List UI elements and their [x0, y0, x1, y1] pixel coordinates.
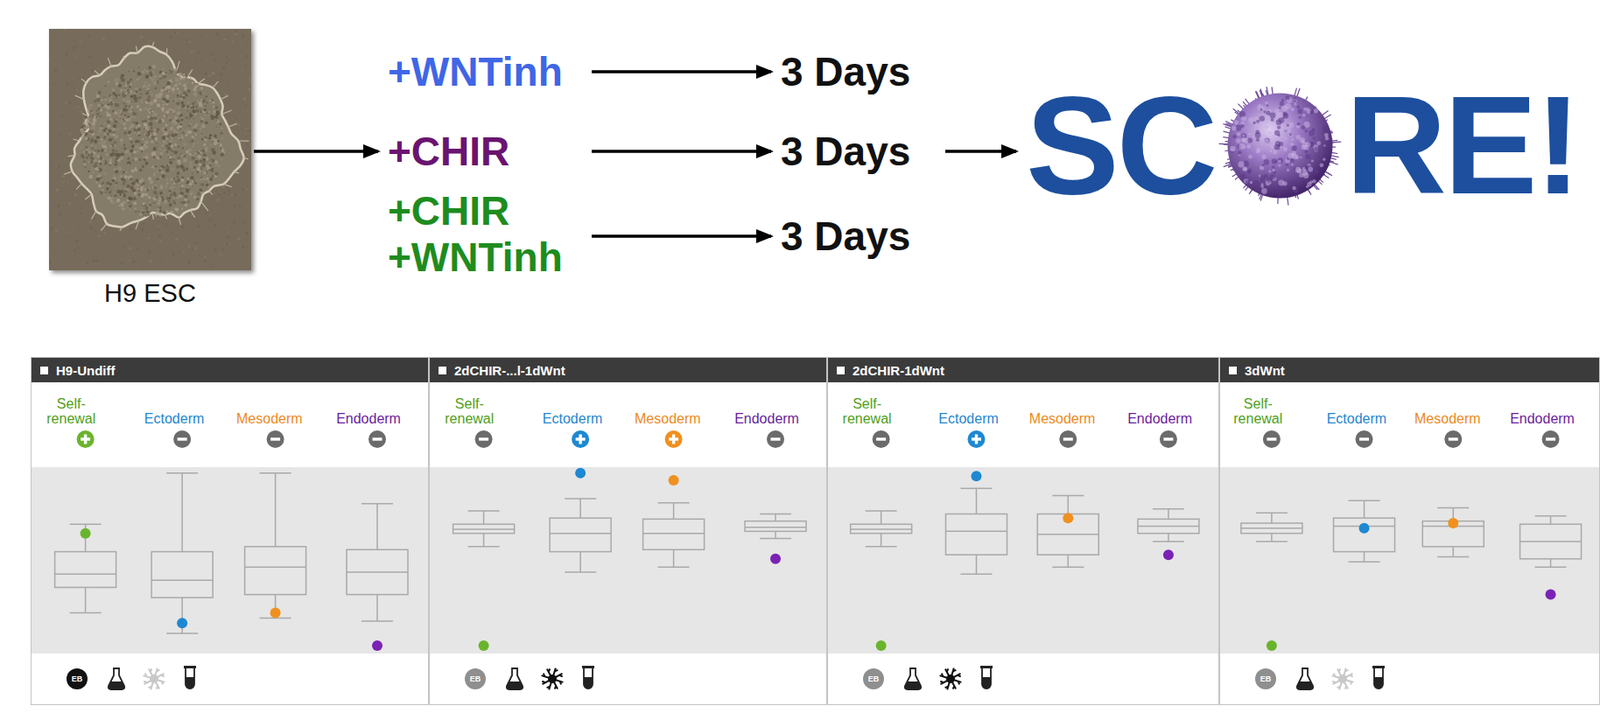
node-text: +CHIR +WNTinh	[387, 188, 590, 281]
column-header: Mesoderm	[1414, 411, 1481, 428]
duration-label: 3 Days	[780, 128, 943, 176]
collapse-square	[438, 366, 447, 375]
arrow-connector	[591, 70, 772, 74]
icon-letters: EB	[868, 675, 880, 684]
column-header: Mesoderm	[236, 411, 303, 428]
node-text: 3 Days	[780, 49, 943, 96]
photo-box: H9 ESC	[49, 28, 252, 271]
collapse-square	[836, 366, 845, 375]
node-text: 3 Days	[780, 128, 943, 176]
panel-title-bar: H9-Undiff	[31, 357, 429, 383]
column-header: Ectoderm	[938, 411, 998, 428]
duration-label: 3 Days	[780, 49, 943, 96]
colony-photo	[49, 28, 252, 271]
column-header: Ectoderm	[144, 411, 204, 428]
column-header: Ectoderm	[542, 411, 603, 428]
column-header: Ectoderm	[1326, 411, 1387, 428]
column-header: Endoderm	[1509, 411, 1575, 428]
arrow-connector	[591, 149, 772, 154]
icon-letters: EB	[71, 675, 84, 684]
node-text: 3dWnt	[1244, 363, 1285, 379]
arrow-connector	[253, 149, 379, 154]
panel-chart	[828, 357, 1219, 705]
score-logo: SC RE!	[1025, 75, 1579, 216]
result-panel: 2dCHIR-...l-1dWntSelf-renewal Ectoderm Mes…	[428, 357, 828, 706]
collapse-square	[40, 366, 49, 375]
column-header: Self-renewal	[442, 396, 497, 428]
icon-letters: EB	[470, 675, 482, 684]
result-panel: H9-UndiffSelf-renewal Ectoderm Mesoderm End…	[30, 357, 429, 706]
panel-chart	[429, 357, 827, 705]
node-text: H9 ESC	[31, 279, 269, 309]
node-text: SC	[1025, 75, 1215, 216]
node-text: +WNTinh	[387, 49, 590, 96]
column-header: Endoderm	[734, 411, 800, 428]
column-header: Endoderm	[1127, 411, 1193, 428]
cell-image	[1216, 82, 1344, 210]
column-header: Mesoderm	[1029, 411, 1096, 428]
collapse-square	[1228, 366, 1237, 375]
column-header: Self-renewal	[840, 396, 895, 428]
column-header: Self-renewal	[43, 396, 99, 428]
arrow-connector	[945, 149, 1017, 154]
treatment-label: +WNTinh	[387, 49, 590, 96]
node-text: 3 Days	[780, 213, 943, 260]
panel-chart	[31, 357, 429, 705]
treatment-label: +CHIR +WNTinh	[387, 188, 590, 281]
duration-label: 3 Days	[780, 213, 943, 260]
panel-title-bar: 3dWnt	[1220, 357, 1600, 383]
panel-chart	[1220, 357, 1600, 705]
node-text: 2dCHIR-...l-1dWnt	[454, 363, 566, 379]
arrow-connector	[591, 234, 772, 239]
node-text: 2dCHIR-1dWnt	[852, 363, 945, 379]
column-header: Self-renewal	[1230, 396, 1285, 428]
panel-title-bar: 2dCHIR-1dWnt	[828, 357, 1219, 383]
node-text: +CHIR	[387, 128, 590, 176]
result-panel: 2dCHIR-1dWntSelf-renewal Ectoderm Mesoderm…	[827, 357, 1220, 706]
node-text: H9-Undiff	[56, 363, 116, 379]
icon-letters: EB	[1260, 675, 1272, 684]
panel-title-bar: 2dCHIR-...l-1dWnt	[429, 357, 827, 383]
column-header: Mesoderm	[634, 411, 702, 428]
treatment-label: +CHIR	[387, 128, 590, 176]
column-header: Endoderm	[336, 411, 401, 428]
result-panel: 3dWntSelf-renewal Ectoderm Mesoderm Endoder…	[1219, 357, 1600, 706]
node-text: RE!	[1345, 75, 1579, 216]
